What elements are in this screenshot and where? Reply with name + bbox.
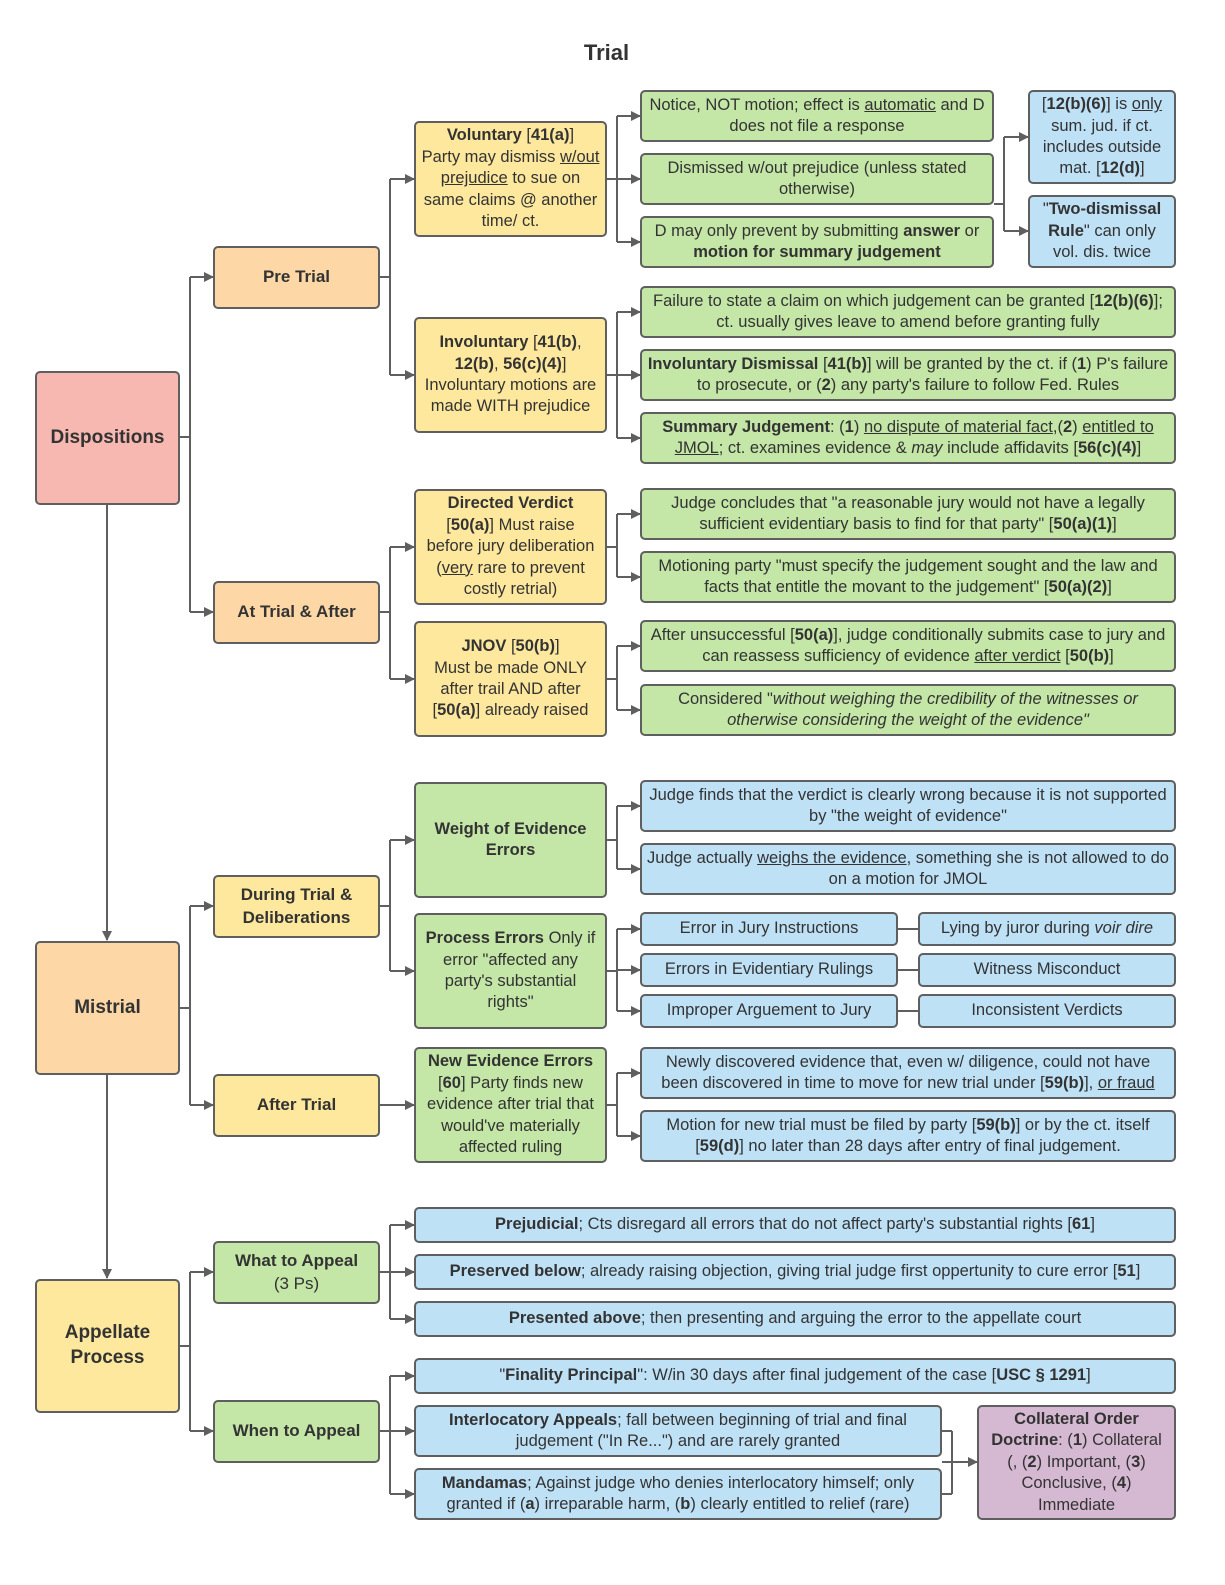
leaf-summary-judgement: Summary Judgement: (1) no dispute of mat… (640, 412, 1176, 464)
leaf-two-dismissal-rule: "Two-dismissal Rule" can only vol. dis. … (1028, 195, 1176, 268)
leaf-dismissed-without-prejudice: Dismissed w/out prejudice (unless stated… (640, 153, 994, 205)
leaf-judge-weighs-evidence: Judge actually weighs the evidence, some… (640, 843, 1176, 895)
leaf-verdict-clearly-wrong: Judge finds that the verdict is clearly … (640, 780, 1176, 832)
stage-after-trial: After Trial (213, 1074, 380, 1137)
leaf-prejudicial: Prejudicial; Cts disregard all errors th… (414, 1207, 1176, 1243)
leaf-preserved-below: Preserved below; already raising objecti… (414, 1254, 1176, 1290)
stage-pre-trial: Pre Trial (213, 246, 380, 309)
category-dispositions: Dispositions (35, 371, 180, 505)
node-directed-verdict: Directed Verdict[50(a)] Must raise befor… (414, 489, 607, 605)
leaf-finality-principal: "Finality Principal": W/in 30 days after… (414, 1358, 1176, 1394)
leaf-collateral-order-doctrine: Collateral Order Doctrine: (1) Collatera… (977, 1405, 1176, 1520)
leaf-d-may-only-prevent: D may only prevent by submitting answer … (640, 216, 994, 268)
stage-during-trial: During Trial &Deliberations (213, 875, 380, 938)
leaf-involuntary-dismissal: Involuntary Dismissal [41(b)] will be gr… (640, 349, 1176, 401)
leaf-newly-discovered-evidence: Newly discovered evidence that, even w/ … (640, 1047, 1176, 1099)
leaf-mandamas: Mandamas; Against judge who denies inter… (414, 1468, 942, 1520)
leaf-judge-concludes: Judge concludes that "a reasonable jury … (640, 488, 1176, 540)
leaf-after-unsuccessful-50a: After unsuccessful [50(a)], judge condit… (640, 620, 1176, 672)
leaf-improper-arguement: Improper Arguement to Jury (640, 994, 898, 1028)
leaf-lying-by-juror: Lying by juror during voir dire (918, 912, 1176, 946)
category-mistrial: Mistrial (35, 941, 180, 1075)
leaf-notice-not-motion: Notice, NOT motion; effect is automatic … (640, 90, 994, 142)
leaf-inconsistent-verdicts: Inconsistent Verdicts (918, 994, 1176, 1028)
node-voluntary: Voluntary [41(a)]Party may dismiss w/out… (414, 121, 607, 237)
leaf-considered-without-weighing: Considered "without weighing the credibi… (640, 684, 1176, 736)
leaf-witness-misconduct: Witness Misconduct (918, 953, 1176, 987)
leaf-12b6-summary-judgement: [12(b)(6)] is only sum. jud. if ct. incl… (1028, 90, 1176, 184)
leaf-error-jury-instructions: Error in Jury Instructions (640, 912, 898, 946)
leaf-failure-to-state-claim: Failure to state a claim on which judgem… (640, 286, 1176, 338)
stage-at-trial-and-after: At Trial & After (213, 581, 380, 644)
node-jnov: JNOV [50(b)]Must be made ONLY after trai… (414, 621, 607, 737)
leaf-presented-above: Presented above; then presenting and arg… (414, 1301, 1176, 1337)
stage-when-to-appeal: When to Appeal (213, 1400, 380, 1463)
stage-what-to-appeal: What to Appeal(3 Ps) (213, 1241, 380, 1304)
leaf-errors-evidentiary-rulings: Errors in Evidentiary Rulings (640, 953, 898, 987)
leaf-interlocatory-appeals: Interlocatory Appeals; fall between begi… (414, 1405, 942, 1457)
diagram-title: Trial (583, 40, 630, 65)
node-weight-of-evidence-errors: Weight of Evidence Errors (414, 782, 607, 898)
node-process-errors: Process Errors Only if error "affected a… (414, 913, 607, 1029)
node-new-evidence-errors: New Evidence Errors[60] Party finds new … (414, 1047, 607, 1163)
leaf-motioning-party: Motioning party "must specify the judgem… (640, 551, 1176, 603)
leaf-motion-for-new-trial: Motion for new trial must be filed by pa… (640, 1110, 1176, 1162)
node-involuntary: Involuntary [41(b), 12(b), 56(c)(4)]Invo… (414, 317, 607, 433)
